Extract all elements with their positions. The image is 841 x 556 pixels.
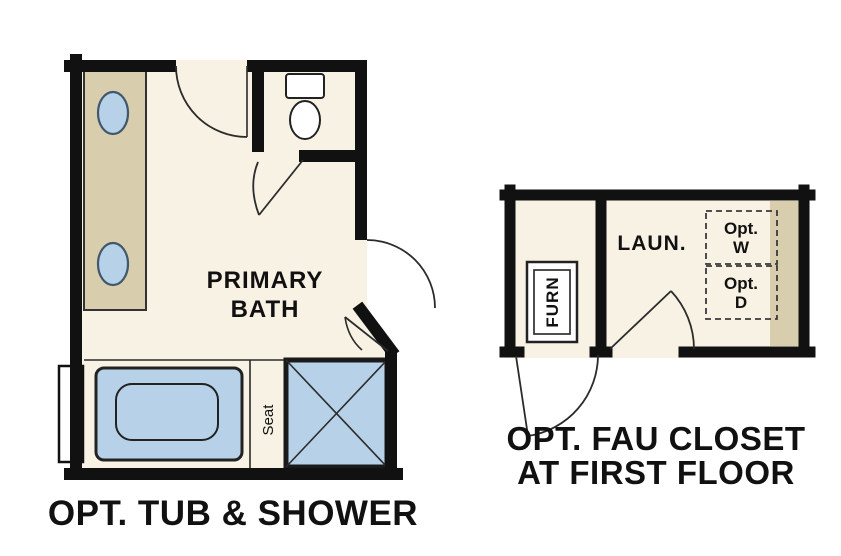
closet-walls [499, 184, 816, 358]
laundry-label: LAUN. [617, 232, 686, 255]
furnace-unit: FURN [525, 260, 579, 344]
furnace-label: FURN [543, 276, 562, 327]
shower-cross-marks [285, 359, 388, 468]
right-counter-strip [770, 201, 799, 346]
opt-washer-label-line2: W [733, 238, 750, 257]
sink-basin [96, 90, 130, 136]
opt-dryer-box [705, 265, 778, 320]
right-plan-caption-line2: AT FIRST FLOOR [517, 454, 795, 491]
bathtub-outer [94, 366, 244, 462]
room-label-bath: BATH [231, 296, 300, 323]
entry-door-swing [175, 65, 248, 138]
furnace-inner [533, 269, 571, 335]
sink-basin [96, 241, 130, 287]
shower-door-swing [344, 316, 363, 351]
laundry-door-leaf [609, 290, 672, 350]
wc-door-leaf [258, 159, 304, 216]
primary-bath-plan: PRIMARY BATH Seat OPT. TUB & SHOWER [48, 54, 436, 533]
bath-walls [64, 54, 403, 480]
opt-dryer-label-line1: Opt. [724, 274, 758, 293]
bathtub-basin [115, 383, 219, 441]
toilet-tank [285, 73, 325, 99]
fau-closet-plan: FURN Opt. W Opt. D [499, 184, 816, 491]
opt-dryer: Opt. D [705, 265, 778, 320]
closet-door-leaf [515, 355, 529, 437]
seat-label: Seat [260, 404, 277, 436]
opt-washer-label-line1: Opt. [724, 219, 758, 238]
opt-dryer-label-line2: D [735, 293, 747, 312]
room-label-primary: PRIMARY [207, 267, 324, 294]
hall-door-swing [366, 239, 436, 309]
left-plan-caption: OPT. TUB & SHOWER [48, 494, 418, 533]
laundry-door-swing [670, 290, 695, 350]
bath-doors [175, 65, 436, 352]
wall-right-angled [352, 301, 400, 359]
right-plan-caption-line1: OPT. FAU CLOSET [506, 420, 805, 457]
toilet [285, 73, 325, 140]
toilet-bowl [289, 100, 321, 140]
closet-doors [515, 290, 695, 437]
opt-washer: Opt. W [705, 210, 778, 265]
closet-door-swing [527, 354, 599, 437]
wc-door-swing [252, 161, 260, 216]
shower [283, 357, 390, 470]
shower-door-leaf [344, 316, 389, 352]
bathtub [94, 366, 244, 462]
opt-washer-box [705, 210, 778, 265]
